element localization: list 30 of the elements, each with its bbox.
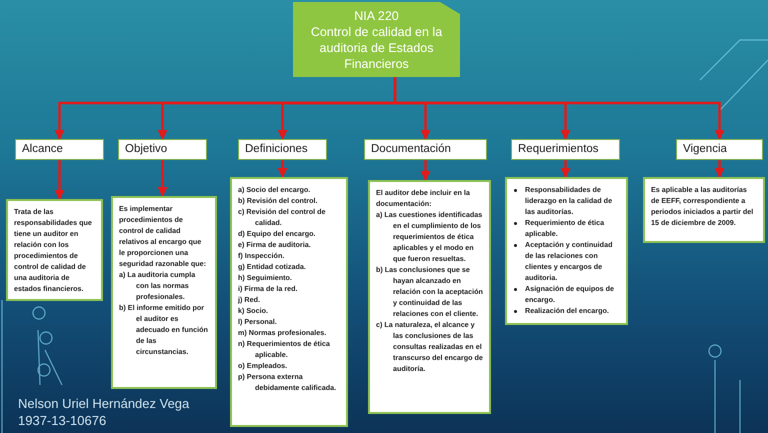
category-label: Definiciones [245,142,308,157]
title-box [293,2,460,77]
category-box [511,139,620,160]
arrow [158,160,168,197]
content-box [643,177,765,243]
content-box [505,177,628,325]
category-label: Alcance [22,142,63,157]
content-box [6,199,103,301]
content-box [111,196,217,389]
arrow [394,77,724,140]
category-label: Objetivo [125,142,168,157]
category-box [15,139,104,160]
category-box [118,139,207,160]
arrow [278,160,288,178]
category-box [238,139,327,160]
content-box [230,177,348,427]
title-text: Control de calidad en la auditoria de Estados Financieros [310,24,444,72]
category-label: Documentación [371,142,451,157]
author-text: 1937-13-10676 [18,412,108,429]
content-box [368,180,491,414]
category-box [676,139,763,160]
author-text: Nelson Uriel Hernández Vega [18,395,190,412]
arrow [714,160,724,178]
arrow [420,160,430,181]
category-box [364,139,487,160]
arrow [54,160,64,200]
arrow [560,160,570,178]
title-text: NIA 220 [354,8,399,24]
category-label: Requerimientos [518,142,599,157]
category-label: Vigencia [683,142,727,157]
